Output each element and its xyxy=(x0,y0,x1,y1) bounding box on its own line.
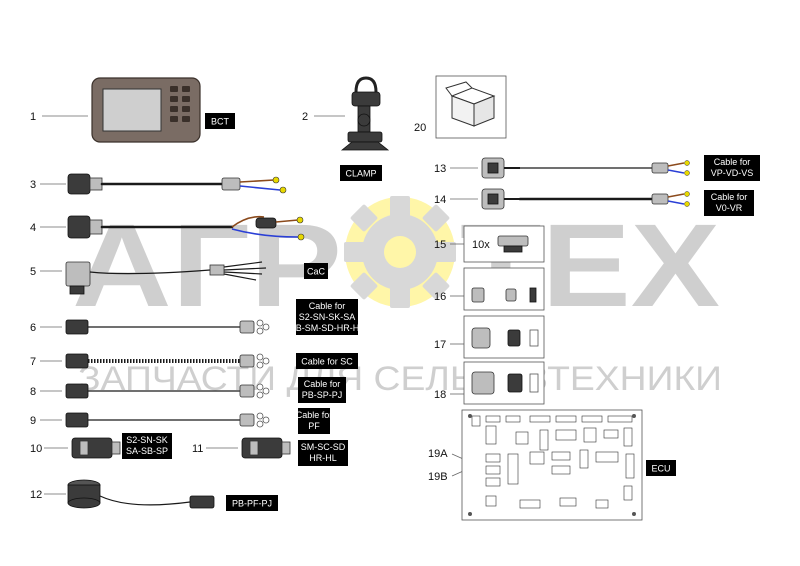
part-number-10: 10 xyxy=(30,443,42,455)
label-9-line2: PF xyxy=(308,421,320,431)
part-number-15: 15 xyxy=(434,239,446,251)
part-19-ecu: 19A 19B xyxy=(428,409,676,521)
label-13-line2: VP-VD-VS xyxy=(711,168,754,178)
part-number-11: 11 xyxy=(192,443,203,455)
part-17-fittings: 17 xyxy=(434,315,545,359)
watermark-brand-right: ТЕХ xyxy=(460,200,720,332)
label-box-8 xyxy=(298,377,346,403)
label-14-line1: Cable for xyxy=(711,192,748,202)
label-box-clamp xyxy=(340,165,382,181)
label-10-line1: S2-SN-SK xyxy=(126,435,168,445)
part-7-coiled-cable: 7 Cable for SC xyxy=(30,353,358,369)
label-box-ecu xyxy=(646,460,676,476)
part-14-cable: 14 Cable for V0-VR xyxy=(434,188,754,216)
part-number-1: 1 xyxy=(30,111,36,123)
label-box-10 xyxy=(122,433,172,459)
part-number-8: 8 xyxy=(30,386,36,398)
label-box-7 xyxy=(296,353,358,369)
label-box-14 xyxy=(704,190,754,216)
part-number-7: 7 xyxy=(30,356,36,368)
part-number-12: 12 xyxy=(30,489,42,501)
label-bct: BCT xyxy=(211,117,230,127)
label-11-line2: HR-HL xyxy=(309,453,337,463)
label-clamp: CLAMP xyxy=(345,169,376,179)
part-8-cable: 8 Cable for PB-SP-PJ xyxy=(30,377,346,403)
part-12-sensor-cable: 12 PB-PF-PJ xyxy=(30,479,278,511)
part-15-clips: 15 10x xyxy=(434,225,545,263)
label-box-12 xyxy=(226,495,278,511)
part-4-cable: 4 xyxy=(30,215,305,241)
label-14-line2: V0-VR xyxy=(716,203,743,213)
label-box-9 xyxy=(298,408,330,434)
part-5-cac: 5 CaC xyxy=(30,261,328,295)
label-box-11 xyxy=(298,440,348,466)
watermark: АГР ТЕХ ЗАПЧАСТИ ДЛЯ СЕЛЬХОЗТЕХНИКИ xyxy=(72,196,722,398)
label-6-line3: SB-SM-SD-HR-HL xyxy=(290,323,365,333)
label-12: PB-PF-PJ xyxy=(232,499,272,509)
part-number-3: 3 xyxy=(30,179,36,191)
part-13-cable: 13 Cable for VP-VD-VS xyxy=(434,155,760,181)
label-11-line1: SM-SC-SD xyxy=(301,442,346,452)
part-11-sensor: 11 SM-SC-SD HR-HL xyxy=(192,437,348,466)
part-16-fittings: 16 xyxy=(434,267,545,311)
label-7: Cable for SC xyxy=(301,357,353,367)
label-6-line2: S2-SN-SK-SA xyxy=(299,312,356,322)
part-number-20: 20 xyxy=(414,122,426,134)
watermark-subtitle: ЗАПЧАСТИ ДЛЯ СЕЛЬХОЗТЕХНИКИ xyxy=(78,360,722,398)
part-10-sensor: 10 S2-SN-SK SA-SB-SP xyxy=(30,433,172,459)
part-number-16: 16 xyxy=(434,291,446,303)
watermark-gear-icon xyxy=(344,196,456,308)
label-8-line1: Cable for xyxy=(304,379,341,389)
part-number-14: 14 xyxy=(434,194,446,206)
part-number-4: 4 xyxy=(30,222,36,234)
label-cac: CaC xyxy=(307,267,326,277)
part-3-cable: 3 xyxy=(30,173,287,195)
part-number-18: 18 xyxy=(434,389,446,401)
part-number-5: 5 xyxy=(30,266,36,278)
note-15-qty: 10x xyxy=(472,239,490,251)
label-10-line2: SA-SB-SP xyxy=(126,446,168,456)
part-9-cable: 9 Cable for PF xyxy=(30,408,332,434)
part-number-19b: 19B xyxy=(428,471,448,483)
label-box-bct xyxy=(205,113,235,129)
part-6-cable: 6 Cable for S2-SN-SK-SA SB-SM-SD-HR-HL xyxy=(30,299,364,335)
part-2-clamp: 2 CLAMP xyxy=(302,76,390,181)
label-box-cac xyxy=(304,263,328,279)
part-number-13: 13 xyxy=(434,163,446,175)
label-13-line1: Cable for xyxy=(714,157,751,167)
part-18-fittings: 18 xyxy=(434,361,545,405)
part-number-6: 6 xyxy=(30,322,36,334)
label-box-13 xyxy=(704,155,760,181)
part-number-17: 17 xyxy=(434,339,446,351)
part-1-bct-terminal: 1 BCT xyxy=(30,77,235,143)
part-number-19a: 19A xyxy=(428,448,448,460)
part-number-2: 2 xyxy=(302,111,308,123)
label-9-line1: Cable for xyxy=(296,410,333,420)
part-20-box: 20 xyxy=(414,75,507,139)
label-box-6 xyxy=(296,299,358,335)
part-number-9: 9 xyxy=(30,415,36,427)
label-8-line2: PB-SP-PJ xyxy=(302,390,343,400)
label-6-line1: Cable for xyxy=(309,301,346,311)
label-ecu: ECU xyxy=(651,464,670,474)
